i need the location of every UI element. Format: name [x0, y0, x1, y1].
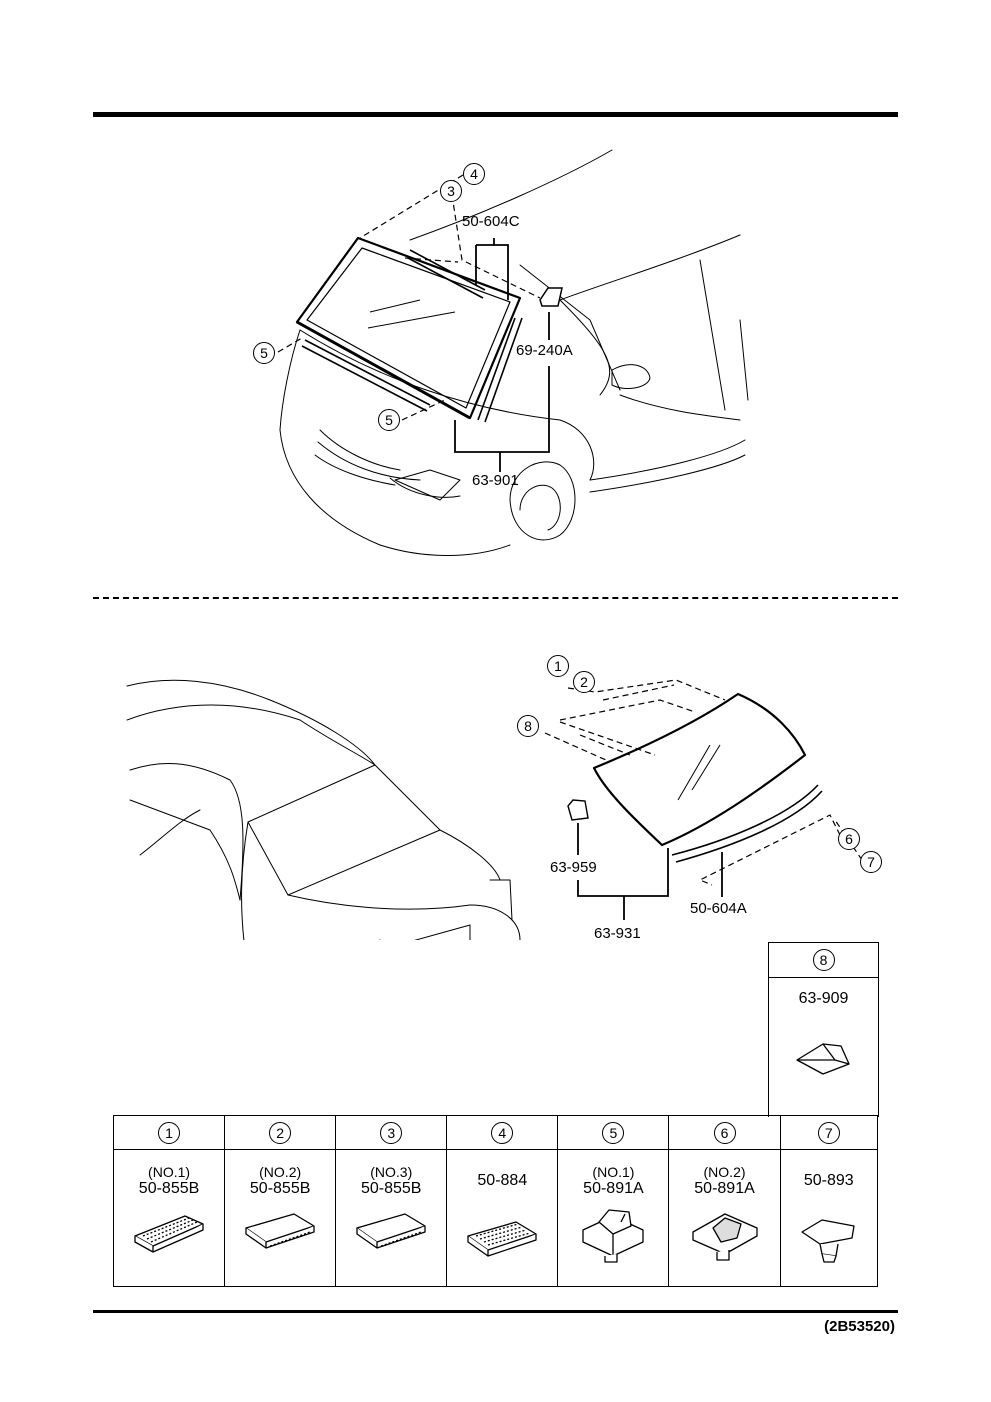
part-cell-1: (NO.1) 50-855B	[112, 1149, 226, 1287]
callout-8: 8	[517, 715, 539, 737]
parts-table-header-cell: 3	[335, 1115, 448, 1150]
part-code-7: 50-893	[803, 1172, 854, 1189]
clip-flat-icon	[356, 1213, 426, 1249]
extra-part-code: 63-909	[798, 990, 849, 1007]
diagram-code: (2B53520)	[824, 1318, 895, 1335]
parts-table-header-row: 1 2 3 4 5 6 7	[112, 1115, 879, 1150]
parts-table-body-row: (NO.1) 50-855B (NO.2) 50-855B	[112, 1149, 879, 1287]
part-cell-5: (NO.1) 50-891A	[557, 1149, 670, 1287]
extra-part-box: 8 63-909	[768, 942, 879, 1117]
front-car-illustration	[277, 149, 749, 556]
part-label-molding-front: 50-604C	[462, 213, 520, 230]
part-code-6: 50-891A	[694, 1180, 755, 1197]
part-label-windshield: 63-901	[472, 472, 519, 489]
push-clip-icon	[801, 1219, 855, 1263]
fastener-bracket-icon	[691, 1213, 758, 1261]
callout-7: 7	[860, 851, 882, 873]
part-cell-6: (NO.2) 50-891A	[668, 1149, 781, 1287]
part-index-4: 4	[491, 1122, 514, 1144]
parts-table: 1 2 3 4 5 6 7 (NO.1) 50-855B (NO.2) 50-8…	[112, 1115, 879, 1287]
part-index-5: 5	[602, 1122, 625, 1144]
part-sub-1: (NO.1)	[148, 1164, 191, 1180]
clip-flat-icon	[245, 1213, 315, 1249]
clip-ribbed-icon	[467, 1221, 537, 1257]
parts-table-header-cell: 5	[557, 1115, 670, 1150]
clip-ribbed-icon	[134, 1215, 204, 1253]
part-code-4: 50-884	[477, 1172, 528, 1189]
part-cell-3: (NO.3) 50-855B	[335, 1149, 448, 1287]
part-cell-2: (NO.2) 50-855B	[224, 1149, 337, 1287]
part-label-molding-rear: 50-604A	[690, 900, 747, 917]
parts-table-header-cell: 2	[224, 1115, 337, 1150]
callout-5-left: 5	[253, 342, 275, 364]
extra-part-index: 8	[812, 949, 835, 971]
callout-6: 6	[838, 828, 860, 850]
part-sub-6: (NO.2)	[703, 1164, 746, 1180]
callout-3: 3	[440, 180, 462, 202]
callout-5-lower: 5	[378, 409, 400, 431]
rear-car-illustration	[126, 679, 863, 940]
fastener-bracket-icon	[582, 1209, 645, 1263]
section-divider	[93, 597, 898, 599]
parts-table-header-cell: 6	[668, 1115, 781, 1150]
part-index-1: 1	[158, 1122, 181, 1144]
part-sub-5: (NO.1)	[592, 1164, 635, 1180]
part-index-3: 3	[380, 1122, 403, 1144]
callout-2: 2	[573, 671, 595, 693]
part-sub-3: (NO.3)	[370, 1164, 413, 1180]
part-label-rear-glass: 63-931	[594, 925, 641, 942]
parts-table-header-cell: 4	[446, 1115, 559, 1150]
part-label-sensor: 69-240A	[516, 342, 573, 359]
callout-1: 1	[547, 655, 569, 677]
bottom-rule	[93, 1310, 898, 1313]
part-code-1: 50-855B	[138, 1180, 200, 1197]
parts-table-header-cell: 1	[112, 1115, 226, 1150]
part-sub-2: (NO.2)	[259, 1164, 302, 1180]
part-code-5: 50-891A	[583, 1180, 644, 1197]
parts-table-header-cell: 7	[779, 1115, 879, 1150]
spacer-block-icon	[795, 1043, 850, 1075]
part-cell-4: 50-884	[446, 1149, 559, 1287]
part-index-2: 2	[269, 1122, 292, 1144]
part-code-2: 50-855B	[249, 1180, 311, 1197]
callout-4: 4	[463, 163, 485, 185]
part-index-6: 6	[713, 1122, 736, 1144]
top-rule	[93, 112, 898, 117]
part-index-7: 7	[817, 1122, 840, 1144]
extra-part-header: 8	[769, 943, 878, 978]
part-label-stopper: 63-959	[550, 859, 597, 876]
part-cell-7: 50-893	[779, 1149, 879, 1287]
part-code-3: 50-855B	[360, 1180, 422, 1197]
